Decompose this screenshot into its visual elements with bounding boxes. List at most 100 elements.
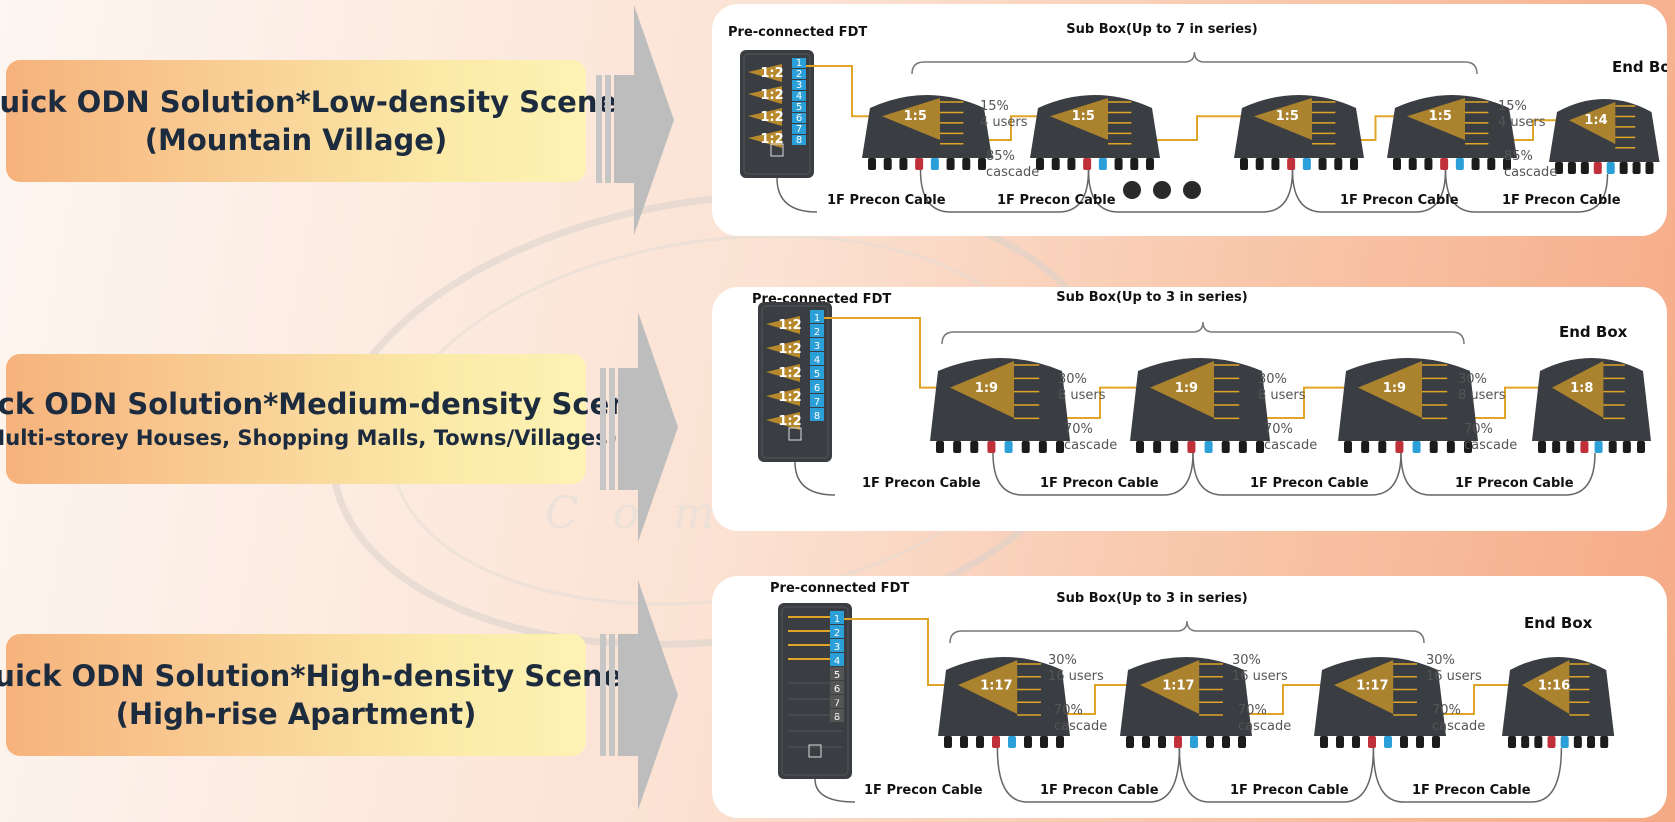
fdt-splitter <box>766 412 800 430</box>
connector <box>1158 736 1166 748</box>
cable-label: 1F Precon Cable <box>1412 783 1531 798</box>
fdt-splitter <box>748 86 782 104</box>
fdt-port <box>792 135 806 145</box>
fdt-port <box>792 80 806 90</box>
connector <box>1204 441 1213 453</box>
connector <box>1384 736 1392 748</box>
connector <box>1393 158 1401 170</box>
fdt-port <box>810 352 824 365</box>
scene-subtitle: (High-rise Apartment) <box>115 697 477 731</box>
fdt-port <box>810 366 824 379</box>
connector <box>1587 736 1596 748</box>
connector <box>930 158 939 170</box>
splitter-ratio: 1:8 <box>1570 381 1593 396</box>
connector <box>1538 441 1546 453</box>
fdt-label: Pre-connected FDT <box>728 25 867 40</box>
end-box: 1:16 <box>1502 657 1615 748</box>
connector <box>1408 158 1417 170</box>
fdt-splitter-ratio: 1:2 <box>778 366 801 381</box>
end-box: 1:8 <box>1532 358 1651 453</box>
users-count: 4 users <box>1498 115 1546 130</box>
splitter-triangle <box>1150 361 1214 418</box>
fdt-port-number: 5 <box>814 369 820 380</box>
connector <box>1361 441 1370 453</box>
cascade-label: cascade <box>1264 438 1317 453</box>
users-percent: 30% <box>1458 372 1487 387</box>
splitter-ratio: 1:16 <box>1538 678 1570 693</box>
connector <box>1455 158 1464 170</box>
connector <box>1432 736 1440 748</box>
scene-subtitle: (Multi-storey Houses, Shopping Malls, To… <box>0 426 618 450</box>
fdt-port <box>792 113 806 123</box>
fdt-port-number: 2 <box>796 69 802 80</box>
endbox-label: End Box <box>1612 58 1667 76</box>
connector <box>1645 162 1654 174</box>
cascade-percent: 70% <box>1264 422 1293 437</box>
connector <box>1521 736 1530 748</box>
connector <box>1021 441 1030 453</box>
scene-subtitle: (Mountain Village) <box>144 123 448 157</box>
splitter-ratio: 1:5 <box>1429 109 1452 124</box>
connector <box>1036 158 1044 170</box>
connector <box>936 441 944 453</box>
connector <box>1336 736 1344 748</box>
connector <box>1170 441 1179 453</box>
cascade-percent: 70% <box>1464 422 1493 437</box>
users-percent: 30% <box>1232 653 1261 668</box>
connector <box>1637 441 1645 453</box>
cascade-percent: 70% <box>1054 703 1083 718</box>
splitter-triangle <box>958 660 1018 714</box>
fdt-port-number: 3 <box>814 341 820 352</box>
connector <box>1508 736 1516 748</box>
endbox-label: End Box <box>1559 323 1628 341</box>
cable-line <box>1087 169 1294 213</box>
fdt-port-number: 6 <box>796 113 802 124</box>
splitter-ratio: 1:17 <box>1356 678 1388 693</box>
fdt-splitter <box>766 364 800 382</box>
connector <box>1594 441 1603 453</box>
splitter-ratio: 1:17 <box>1162 678 1194 693</box>
cable-label: 1F Precon Cable <box>1230 783 1349 798</box>
fdt-port <box>830 639 844 652</box>
fdt-port <box>810 380 824 393</box>
fiber-path <box>806 65 882 118</box>
connector <box>1424 158 1433 170</box>
connector <box>976 736 984 748</box>
fdt-port-number: 7 <box>834 698 840 709</box>
connector <box>1302 158 1311 170</box>
fdt-port-number: 6 <box>834 684 840 695</box>
fdt-port <box>830 667 844 680</box>
connector <box>1487 158 1496 170</box>
splitter-ratio: 1:9 <box>1383 381 1406 396</box>
connector <box>1446 441 1455 453</box>
connector <box>946 158 955 170</box>
cable-line <box>992 452 1194 496</box>
cable-line <box>1372 747 1563 803</box>
fdt-port <box>792 69 806 79</box>
fiber-path <box>824 317 950 389</box>
fdt-splitter-ratio: 1:2 <box>778 342 801 357</box>
splitter-ratio: 1:9 <box>975 381 998 396</box>
fdt-splitter <box>748 64 782 82</box>
connector <box>944 736 952 748</box>
cable-label: 1F Precon Cable <box>862 476 981 491</box>
fdt-splitter-ratio: 1:2 <box>778 390 801 405</box>
fdt-frame <box>761 305 829 459</box>
splitter-ratio: 1:5 <box>1276 109 1299 124</box>
connector <box>1464 441 1472 453</box>
connector <box>1334 158 1343 170</box>
scene-label-low-density: Quick ODN Solution*Low-density Scene (Mo… <box>0 60 617 182</box>
cascade-label: cascade <box>1464 438 1517 453</box>
fdt-label: Pre-connected FDT <box>770 581 909 596</box>
fdt-port-number: 8 <box>834 712 840 723</box>
cascade-label: cascade <box>1054 719 1107 734</box>
splitter-triangle <box>1569 102 1616 144</box>
fdt-port <box>810 324 824 337</box>
fdt-port-number: 7 <box>814 397 820 408</box>
subbox-label: Sub Box(Up to 3 in series) <box>1056 290 1247 305</box>
fdt-port-number: 3 <box>796 80 802 91</box>
